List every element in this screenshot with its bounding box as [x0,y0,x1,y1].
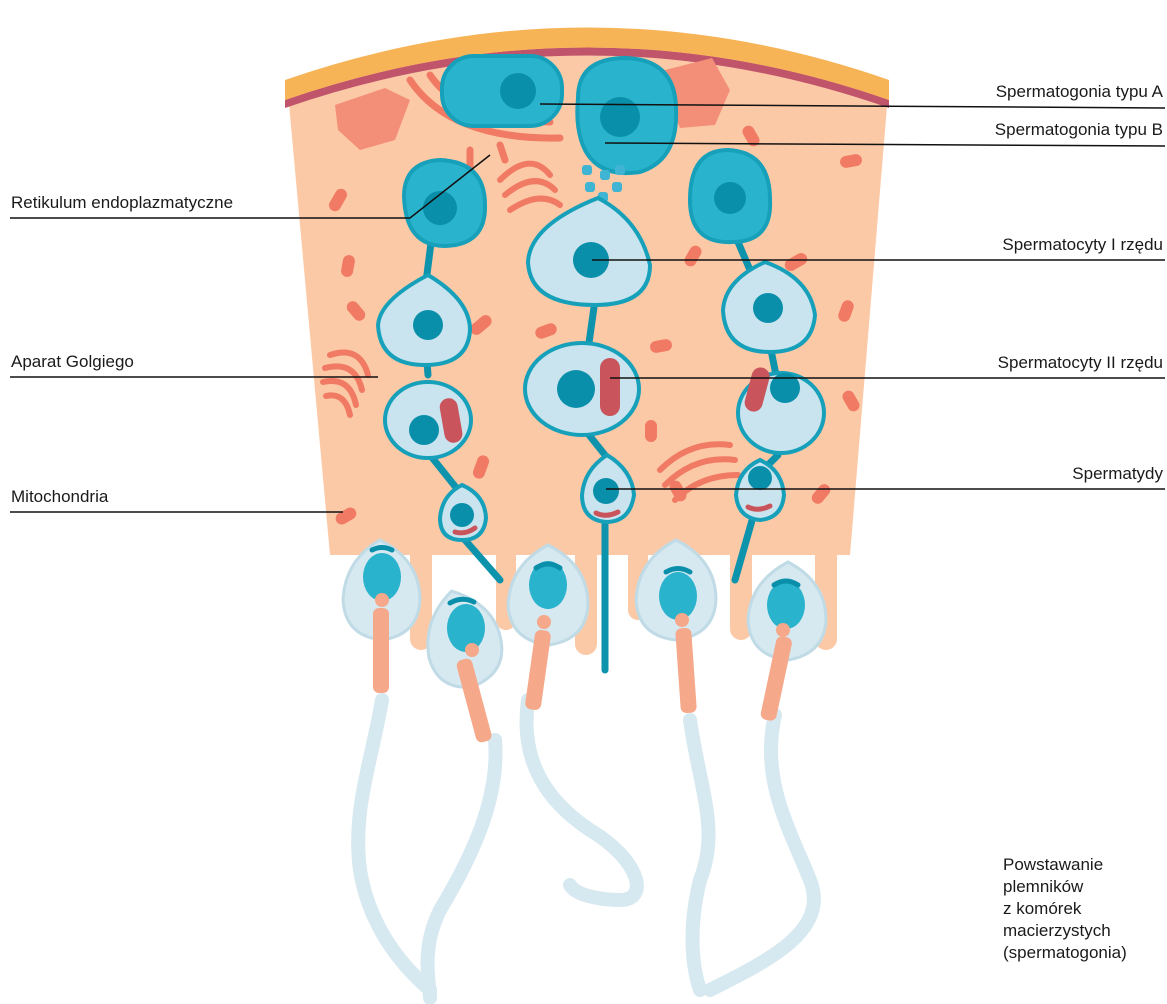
label-secondary-spermatocytes: Spermatocyty II rzędu [998,353,1163,373]
caption-line: Powstawanie [1003,854,1163,876]
label-mitochondria: Mitochondria [11,487,108,507]
label-primary-spermatocytes: Spermatocyty I rzędu [1002,235,1163,255]
sperm-tail-4 [690,720,709,990]
sperm-tail-1 [358,700,430,990]
secondary-spermatocyte-center [525,343,639,435]
label-spermatids: Spermatydy [1072,464,1163,484]
sperm-head-5 [748,562,826,722]
label-golgi-apparatus: Aparat Golgiego [11,352,134,372]
label-spermatogonia-type-b: Spermatogonia typu B [995,120,1163,140]
caption-line: z komórek [1003,898,1163,920]
sperm-head-1 [343,540,420,693]
caption-line: macierzystych [1003,920,1163,942]
diagram-caption: Powstawanie plemników z komórek macierzy… [1003,854,1163,964]
sperm-tail-3 [527,700,637,900]
sperm-tails [358,700,814,998]
spermatogonium-left [404,160,485,246]
sperm-tail-2 [428,740,496,998]
caption-line: (spermatogonia) [1003,942,1163,964]
label-endoplasmic-reticulum: Retikulum endoplazmatyczne [11,193,233,213]
spermatogonium-right [690,150,770,242]
spermatogonia-type-b-cell [577,58,676,173]
sperm-head-3 [508,545,588,711]
sperm-tail-5 [710,715,814,990]
label-spermatogonia-type-a: Spermatogonia typu A [996,82,1163,102]
sperm-head-4 [636,540,716,713]
spermatogonia-type-a-cell [442,56,562,126]
caption-line: plemników [1003,876,1163,898]
secondary-spermatocyte-left [385,382,471,458]
